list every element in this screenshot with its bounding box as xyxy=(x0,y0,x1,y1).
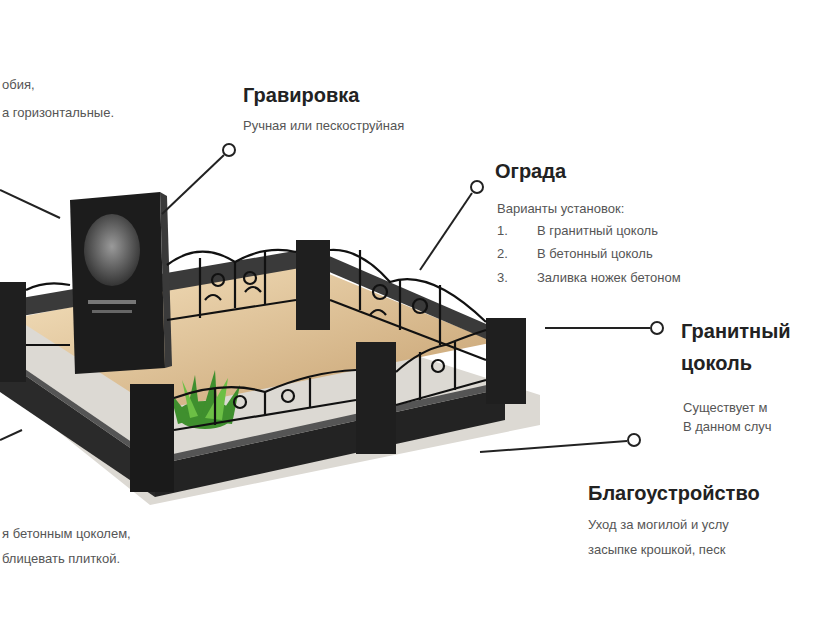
callout-note: 1. xyxy=(497,224,508,239)
callout-note: В гранитный цоколь xyxy=(537,224,658,239)
callout-note: Уход за могилой и услу xyxy=(588,518,729,533)
callout-note: Ручная или пескоструйная xyxy=(243,119,404,134)
callout-note: 3. xyxy=(497,271,508,286)
callout-note: В бетонный цоколь xyxy=(537,247,653,262)
callout-heading: цоколь xyxy=(681,352,752,375)
callout-note: Существует м xyxy=(683,401,767,416)
callout-heading: Благоустройство xyxy=(588,482,760,505)
callout-heading: Гравировка xyxy=(243,84,359,107)
callout-note: В данном случ xyxy=(683,420,772,435)
callout-note: засыпке крошкой, песк xyxy=(588,543,725,558)
callout-note: Заливка ножек бетоном xyxy=(537,271,681,286)
callout-note: 2. xyxy=(497,247,508,262)
callout-note: я бетонным цоколем, xyxy=(2,527,131,542)
callout-heading: Гранитный xyxy=(681,320,791,343)
callout-heading: Ограда xyxy=(495,160,566,183)
callout-note: обия, xyxy=(2,78,35,93)
callout-note: блицевать плиткой. xyxy=(2,552,120,567)
callout-note: Варианты установок: xyxy=(497,202,624,217)
callout-note: а горизонтальные. xyxy=(2,106,114,121)
